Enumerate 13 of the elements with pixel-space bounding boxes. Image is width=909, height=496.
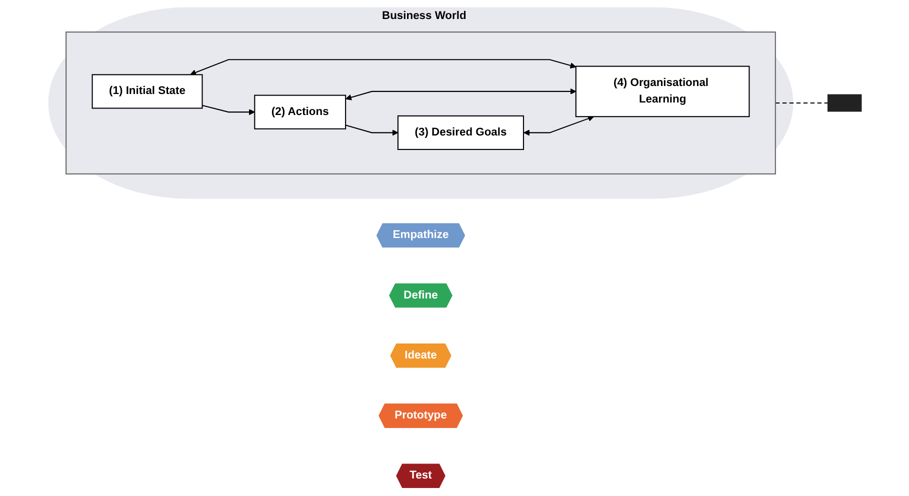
arrow	[523, 116, 594, 136]
arrow	[190, 59, 576, 76]
node-box	[91, 74, 202, 109]
diagram: Business World (4) Organisational Learning (1) Initial State (2) Actions (3) Desired Goals Empathize Define Ideate Prototype Test	[42, 2, 866, 494]
arrow	[344, 124, 398, 136]
node-box	[254, 94, 346, 130]
connector	[774, 102, 828, 104]
arrow	[202, 104, 254, 116]
node-bar	[827, 94, 862, 112]
cluster	[65, 32, 776, 174]
node-box	[396, 115, 524, 150]
arrow	[345, 88, 576, 100]
node-box	[574, 66, 750, 118]
